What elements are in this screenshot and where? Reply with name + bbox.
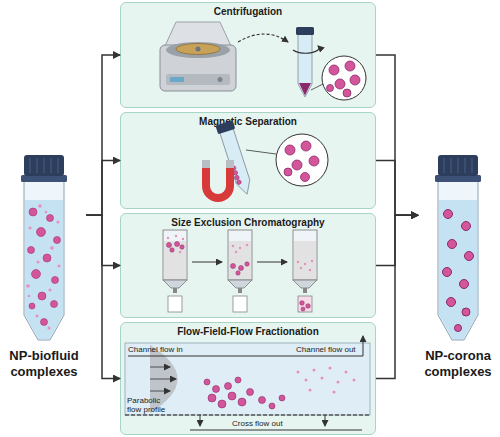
biofluid-tube (51, 301, 58, 308)
corona-tube (435, 155, 481, 340)
corona-tube (444, 210, 453, 219)
method-panel: Size Exclusion Chromatography (120, 213, 376, 318)
flow-connector (86, 55, 120, 215)
biofluid-tube (32, 270, 41, 279)
flow-connector (86, 215, 120, 265)
flow-connector (376, 161, 418, 216)
biofluid-tube (57, 221, 60, 224)
panel-title: Magnetic Separation (121, 116, 375, 127)
biofluid-tube (41, 319, 48, 326)
biofluid-tube (29, 208, 37, 216)
flow-label: Channel flow in (128, 345, 218, 354)
method-panel: Centrifugation (120, 2, 376, 108)
corona-tube (455, 325, 462, 332)
biofluid-tube (43, 254, 51, 262)
sample-tube-node: NP-biofluid complexes (2, 150, 86, 395)
biofluid-tube (48, 327, 51, 330)
biofluid-tube (28, 247, 35, 254)
flow-connector (376, 215, 418, 265)
panel-title: Centrifugation (121, 6, 375, 17)
flow-label: Parabolic flow profile (127, 396, 171, 414)
biofluid-tube (26, 204, 60, 329)
corona-tube (462, 308, 470, 316)
flow-connector (86, 215, 120, 378)
biofluid-tube (52, 277, 59, 284)
product-tube-node: NP-corona complexes (418, 150, 498, 395)
tube-caption: NP-corona complexes (418, 348, 498, 380)
corona-tube (443, 210, 474, 332)
biofluid-tube (28, 208, 61, 326)
biofluid-tube (36, 315, 39, 318)
biofluid-tube (47, 215, 54, 222)
corona-tube (435, 155, 481, 340)
biofluid-tube (54, 237, 61, 244)
biofluid-tube (50, 246, 54, 250)
corona-tube (460, 280, 469, 289)
flow-label: Channel flow out (296, 345, 362, 354)
tube-caption: NP-biofluid complexes (2, 348, 86, 380)
corona-tube (465, 252, 474, 261)
biofluid-tube (49, 289, 52, 292)
biofluid-tube (37, 261, 40, 264)
biofluid-tube (29, 303, 35, 309)
corona-tube (448, 240, 457, 249)
flow-connector (376, 55, 418, 215)
panel-title: Flow-Field-Flow Fractionation (121, 326, 375, 337)
biofluid-tube (28, 295, 30, 297)
biofluid-tube (29, 227, 32, 230)
biofluid-tube (21, 155, 67, 340)
method-panel: Flow-Field-Flow Fractionation (120, 322, 376, 435)
biofluid-tube (37, 228, 46, 237)
biofluid-tube (45, 211, 47, 213)
biofluid-tube (38, 292, 46, 300)
panel-title: Size Exclusion Chromatography (121, 217, 375, 228)
corona-tube (443, 268, 452, 277)
corona-tube (447, 298, 456, 307)
biofluid-tube (26, 284, 30, 288)
flow-connector (86, 161, 120, 216)
biofluid-tube (21, 155, 67, 340)
corona-tube (462, 222, 471, 231)
biofluid-tube (38, 204, 42, 208)
method-panel: Magnetic Separation (120, 112, 376, 209)
flow-label: Cross flow out (232, 419, 312, 428)
biofluid-tube (58, 265, 61, 268)
flow-connector (376, 215, 418, 378)
